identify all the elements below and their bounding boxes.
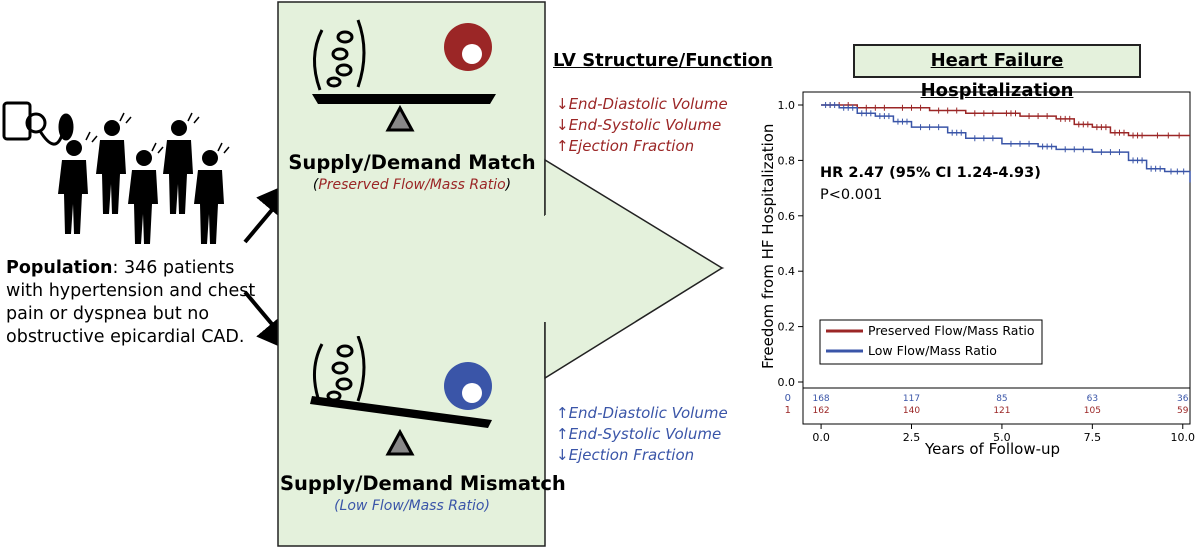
patients-silhouettes-icon	[58, 120, 224, 244]
myocardium-icon	[444, 23, 492, 71]
risk-count: 105	[1084, 406, 1101, 416]
lv-low-item: ↓Ejection Fraction	[556, 446, 695, 464]
blood-vessel-icon	[313, 19, 366, 91]
mismatch-title: Supply/Demand Mismatch	[280, 472, 566, 495]
x-tick-label: 2.5	[903, 431, 921, 444]
x-tick-label: 0.0	[812, 431, 830, 444]
population-label: Population	[6, 258, 113, 278]
lv-preserved-item: ↓End-Diastolic Volume	[556, 95, 728, 113]
match-subtitle-open: (	[312, 177, 319, 193]
lv-low-list: ↑End-Diastolic Volume ↑End-Systolic Volu…	[556, 403, 728, 466]
match-title: Supply/Demand Match	[288, 151, 536, 174]
y-tick-label: 0.2	[778, 321, 796, 334]
scale-fulcrum-icon	[385, 104, 415, 132]
tilted-scale-beam	[310, 396, 492, 428]
population-illustration	[2, 101, 230, 244]
legend-box	[819, 319, 1043, 365]
match-subtitle-close: )	[505, 177, 512, 193]
risk-count: 36	[1177, 394, 1189, 404]
y-tick-label: 0.4	[778, 265, 796, 278]
risk-count: 162	[812, 406, 829, 416]
match-subtitle-text: Preserved Flow/Mass Ratio	[318, 177, 506, 193]
mismatch-subtitle: (Low Flow/Mass Ratio)	[334, 498, 490, 514]
pain-marks-icon	[85, 112, 230, 154]
plot-frame	[802, 91, 1191, 425]
y-tick-label: 0.6	[778, 210, 796, 223]
risk-group-label: 1	[785, 405, 791, 416]
risk-count: 63	[1087, 394, 1098, 404]
chart-title-box: Heart Failure Hospitalization	[853, 44, 1141, 101]
lv-heading: LV Structure/Function	[553, 50, 773, 71]
match-subtitle: (Preserved Flow/Mass Ratio)	[280, 177, 544, 193]
legend-label: Low Flow/Mass Ratio	[868, 343, 997, 358]
x-tick-label: 5.0	[993, 431, 1011, 444]
km-line-preserved	[821, 104, 1190, 137]
supply-demand-mismatch-illustration	[310, 336, 492, 456]
x-axis-label: Years of Follow-up	[925, 440, 1061, 458]
legend-label: Preserved Flow/Mass Ratio	[868, 323, 1035, 338]
x-tick-label: 10.0	[1171, 431, 1196, 444]
population-description: Population: 346 patients with hypertensi…	[6, 257, 276, 349]
lv-preserved-item: ↑Ejection Fraction	[556, 137, 695, 155]
km-line-low	[821, 104, 1191, 183]
scale-fulcrum-icon	[385, 428, 415, 456]
risk-count: 168	[812, 394, 829, 404]
x-tick-label: 7.5	[1084, 431, 1102, 444]
blood-pressure-cuff-icon	[2, 101, 74, 146]
risk-count: 117	[903, 394, 920, 404]
y-tick-label: 1.0	[778, 99, 796, 112]
y-tick-label: 0.8	[778, 154, 796, 167]
risk-count: 140	[903, 406, 920, 416]
lv-low-item: ↑End-Systolic Volume	[556, 425, 722, 443]
lv-preserved-item: ↓End-Systolic Volume	[556, 116, 722, 134]
population-text: : 346 patients with hypertension and che…	[6, 258, 256, 347]
risk-count: 121	[993, 406, 1010, 416]
risk-count: 85	[996, 394, 1007, 404]
p-value-annotation: P<0.001	[820, 187, 883, 203]
lv-low-item: ↑End-Diastolic Volume	[556, 404, 728, 422]
balanced-scale-beam	[312, 94, 496, 104]
y-axis-label: Freedom from HF Hospitalization	[759, 123, 777, 369]
supply-demand-match-illustration	[312, 19, 496, 132]
risk-group-label: 0	[785, 393, 791, 404]
myocardium-icon	[444, 362, 492, 410]
y-tick-label: 0.0	[778, 376, 796, 389]
hazard-ratio-annotation: HR 2.47 (95% CI 1.24-4.93)	[820, 165, 1041, 181]
risk-count: 59	[1177, 406, 1189, 416]
lv-preserved-list: ↓End-Diastolic Volume ↓End-Systolic Volu…	[556, 94, 728, 157]
